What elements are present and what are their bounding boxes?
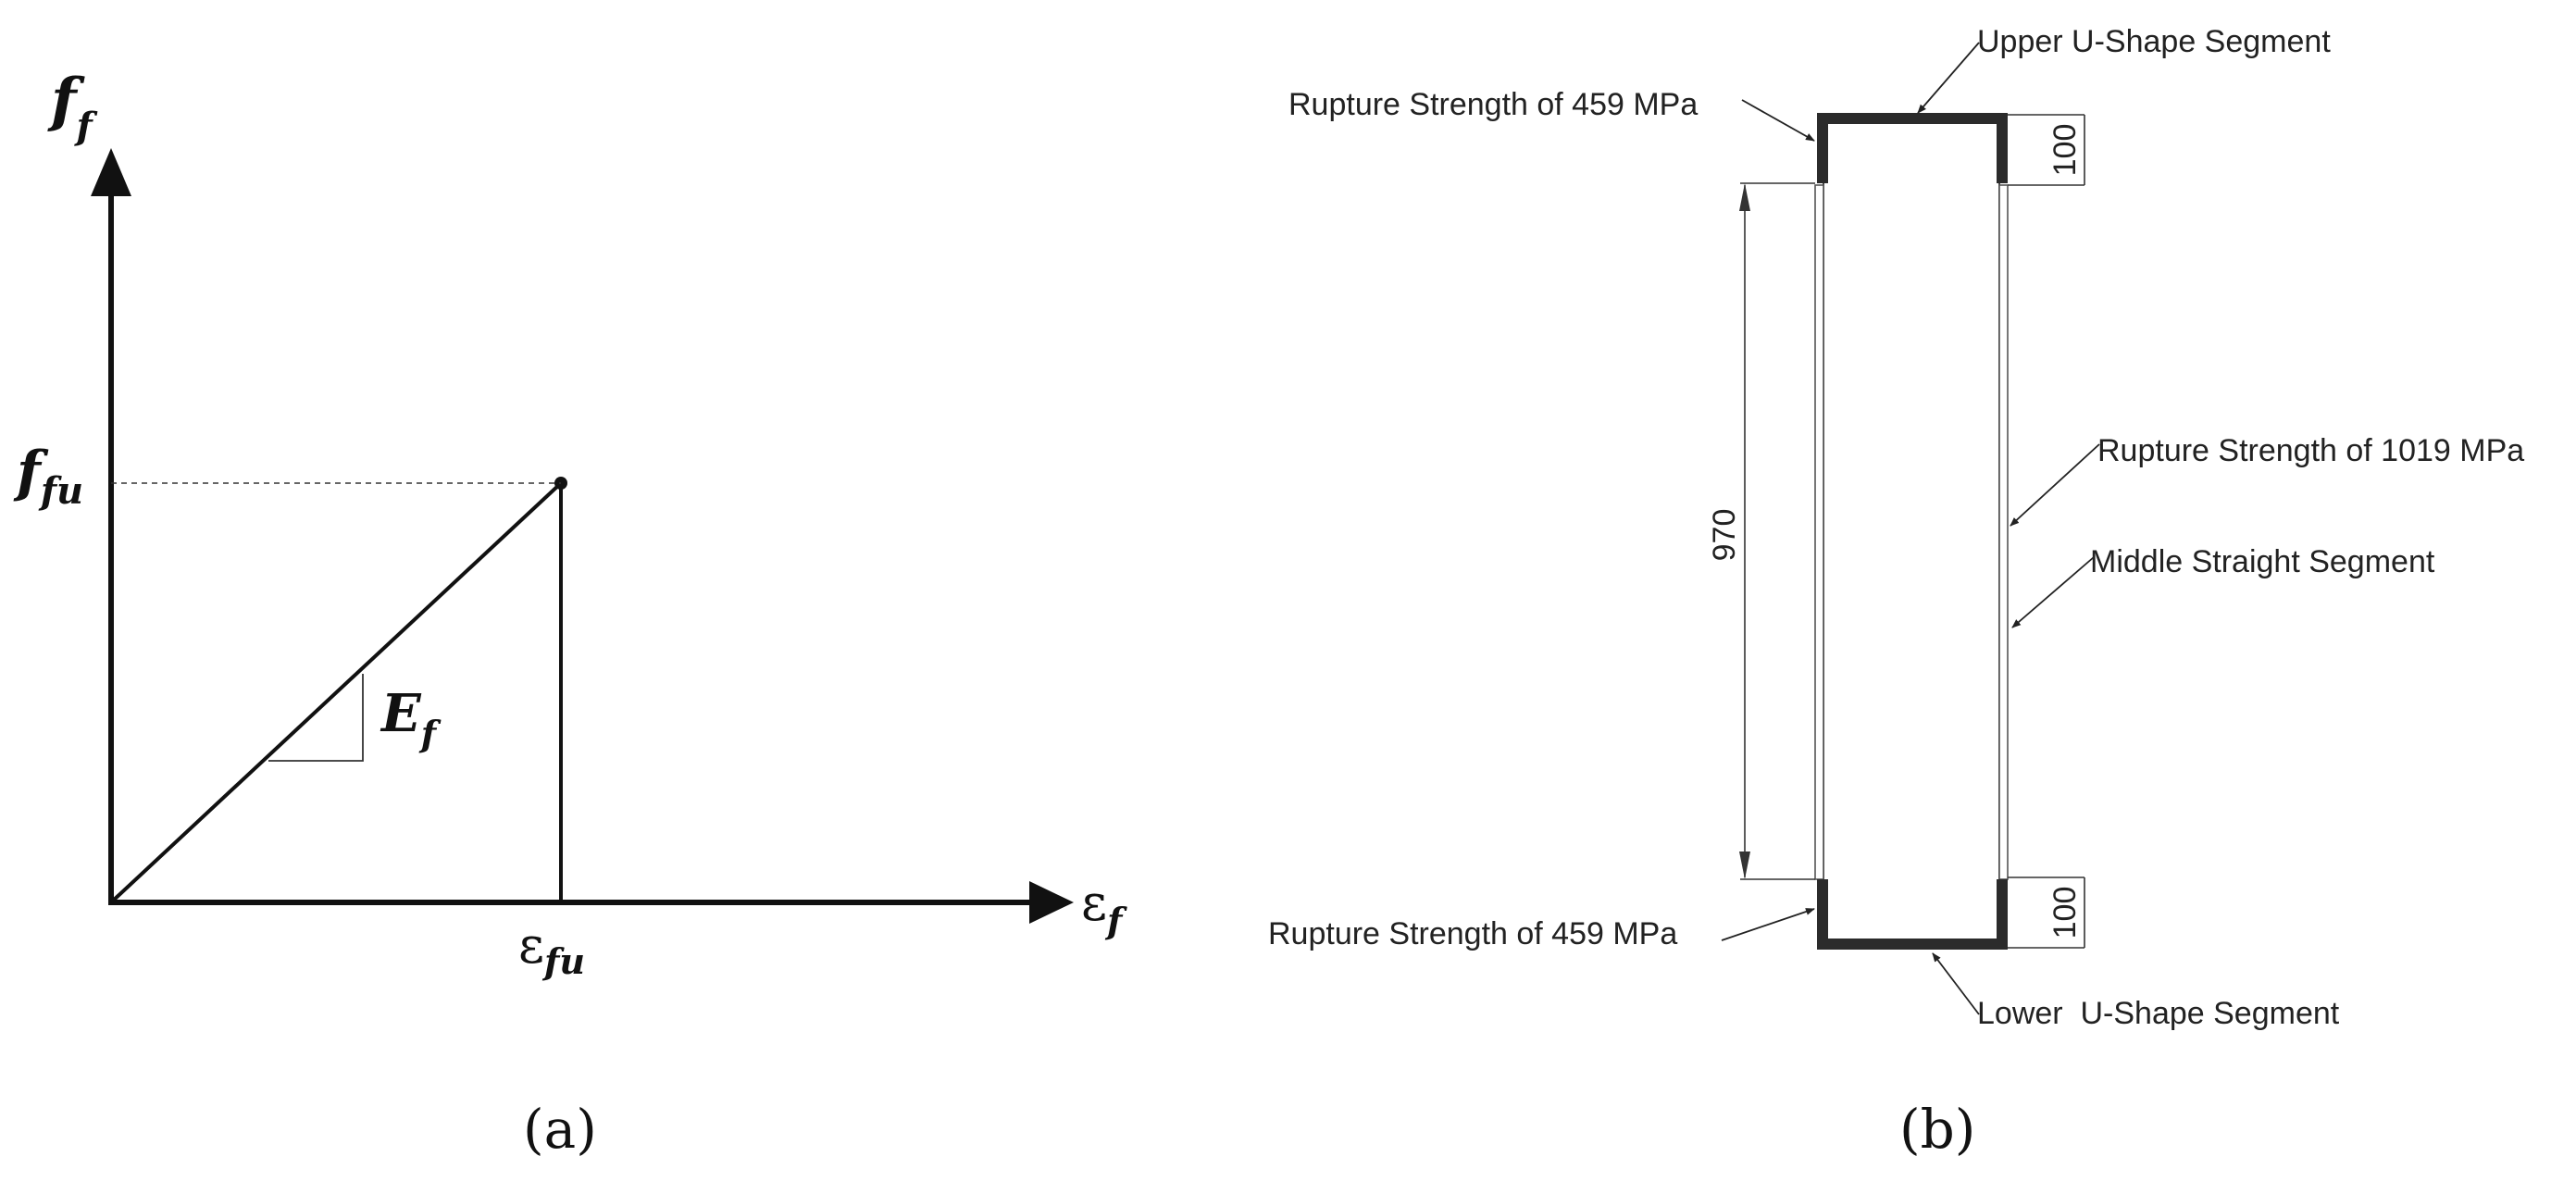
lower-u-shape-segment	[1817, 879, 2008, 950]
lower-segment-label: Lower U-Shape Segment	[1977, 996, 2340, 1031]
column-outline	[1823, 118, 2000, 946]
x-axis-label: εf	[1081, 874, 1127, 941]
slope-label: Ef	[380, 683, 442, 754]
middle-dim-arrow-top	[1739, 183, 1750, 211]
panel-a-caption: (a)	[523, 1098, 597, 1161]
middle-dim-arrow-bottom	[1739, 852, 1750, 879]
y-axis-label: ff	[47, 66, 98, 148]
upper-rupture-label: Rupture Strength of 459 MPa	[1288, 87, 1698, 122]
middle-straight-segment-right	[1998, 184, 2009, 880]
upper-rupture-leader	[1741, 99, 1815, 142]
upper-u-shape-segment	[1817, 113, 2008, 183]
peak-stress-label: ffu	[13, 440, 83, 513]
y-axis-arrowhead	[91, 148, 131, 196]
lower-segment-leader	[1932, 952, 1980, 1015]
middle-segment-label: Middle Straight Segment	[2090, 544, 2435, 579]
middle-segment-leader	[2011, 556, 2095, 628]
panel-b: 100 100 970 Upper U-Shape Segment Ruptur…	[1268, 24, 2524, 1161]
upper-segment-label: Upper U-Shape Segment	[1977, 24, 2331, 59]
middle-height-dim: 970	[1707, 509, 1742, 562]
middle-straight-segment-left	[1814, 184, 1824, 880]
panel-a: ff εf ffu εfu Ef (a)	[13, 66, 1127, 1161]
slope-triangle	[268, 674, 364, 762]
upper-height-dim: 100	[2047, 124, 2083, 177]
x-axis-arrowhead	[1029, 881, 1074, 924]
lower-height-dim: 100	[2047, 887, 2083, 939]
peak-strain-label: εfu	[518, 916, 585, 982]
panel-b-caption: (b)	[1899, 1098, 1975, 1161]
middle-rupture-leader	[2010, 443, 2100, 527]
lower-rupture-label: Rupture Strength of 459 MPa	[1268, 916, 1677, 951]
upper-segment-leader	[1917, 42, 1980, 114]
middle-rupture-label: Rupture Strength of 1019 MPa	[2097, 433, 2524, 468]
lower-rupture-leader	[1721, 908, 1815, 941]
stress-strain-line	[109, 481, 563, 904]
